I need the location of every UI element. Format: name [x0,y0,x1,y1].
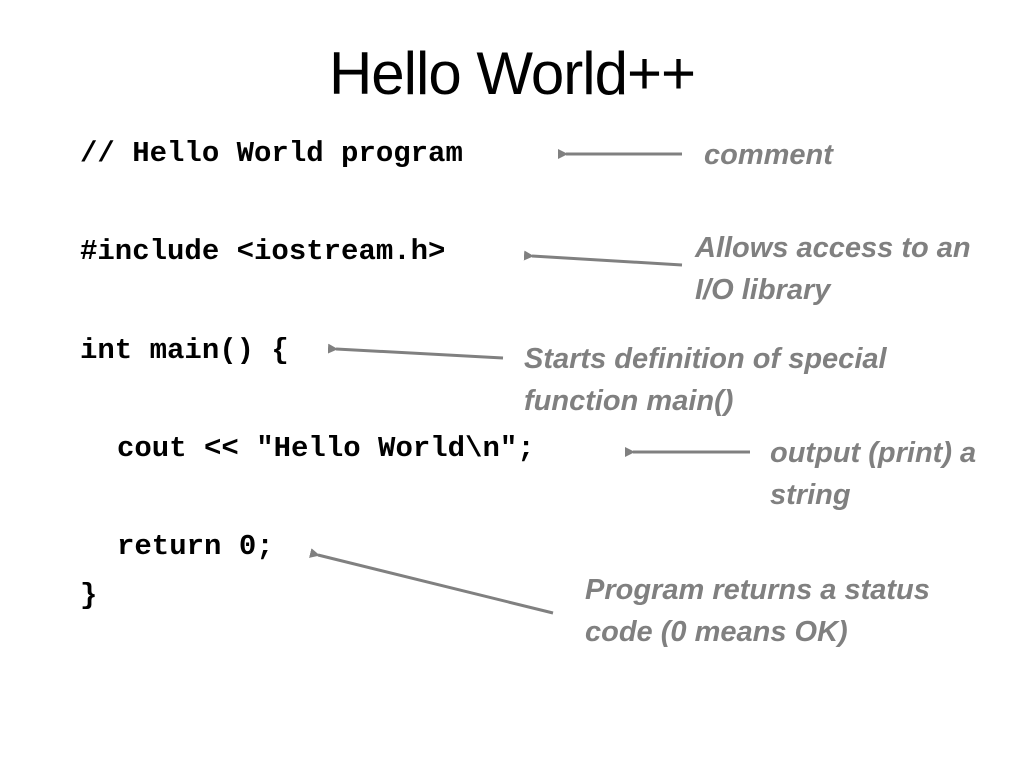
code-line-comment: // Hello World program [80,137,463,170]
annotation-cout: output (print) a string [770,437,977,511]
arrow-return [309,548,554,615]
code-line-close-brace: } [80,579,98,612]
arrow-main [327,343,504,360]
arrow-include [523,250,683,267]
annotation-comment: comment [704,139,833,171]
code-line-cout: cout << "Hello World\n"; [117,432,535,465]
annotation-return: Program returns a status code (0 means O… [585,574,930,648]
code-line-main: int main() { [80,334,289,367]
code-line-return: return 0; [117,530,274,563]
slide-title: Hello World++ [328,40,696,107]
annotation-main: Starts definition of special function ma… [524,343,887,417]
annotation-include: Allows access to an I/O library [695,232,971,306]
code-line-include: #include <iostream.h> [80,235,446,268]
